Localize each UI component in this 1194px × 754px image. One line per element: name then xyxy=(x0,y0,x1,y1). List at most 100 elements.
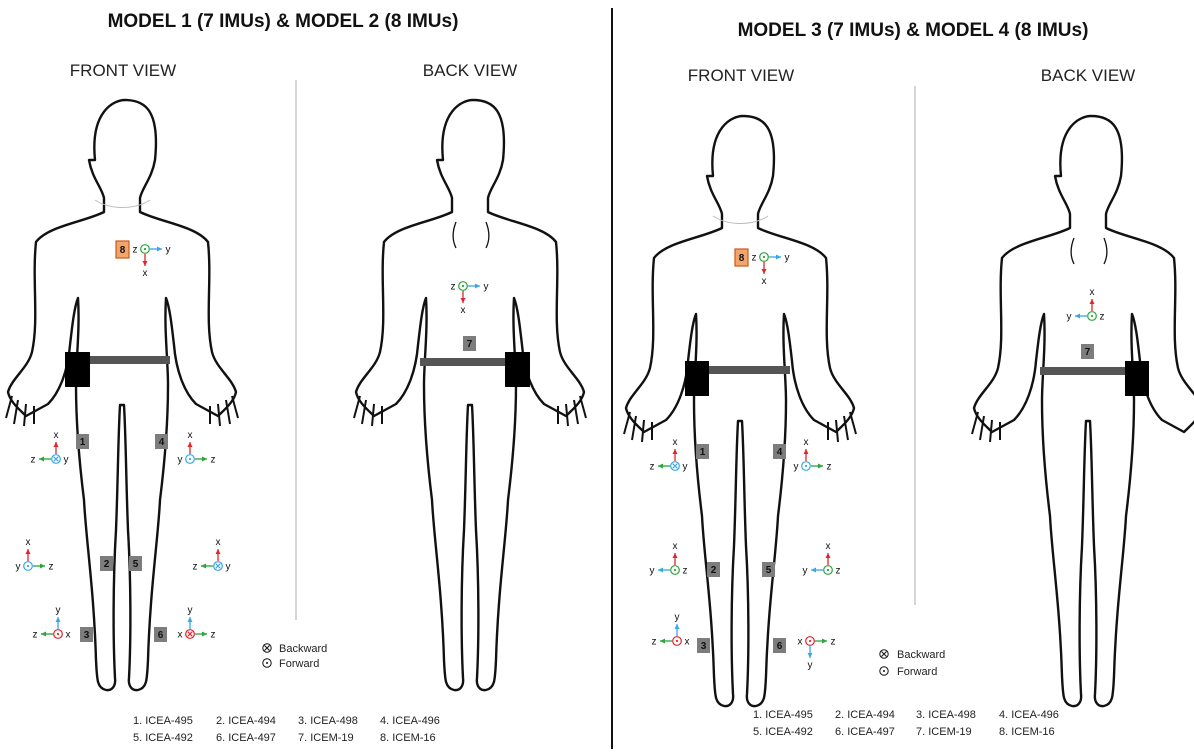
sensor-box: 5 xyxy=(762,562,775,577)
axis-x-label: x xyxy=(461,305,466,316)
svg-text:8: 8 xyxy=(739,253,745,264)
axis-y-label: y xyxy=(650,566,655,577)
axis-x-label: x xyxy=(798,637,803,648)
axis-x-label: x xyxy=(143,268,148,279)
sensor-id: 8. ICEM-16 xyxy=(380,732,436,744)
sensor-box-8: 8 xyxy=(735,249,748,266)
axis-y-label: y xyxy=(794,462,799,473)
axis-y-label: y xyxy=(785,253,790,264)
sensor-id: 2. ICEA-494 xyxy=(835,709,895,721)
sensor-id-list: 1. ICEA-495 2. ICEA-494 3. ICEA-498 4. I… xyxy=(753,709,1059,738)
sensor-id: 5. ICEA-492 xyxy=(753,726,813,738)
legend: Backward Forward xyxy=(263,643,327,670)
panel-model-1-2: MODEL 1 (7 IMUs) & MODEL 2 (8 IMUs) FRON… xyxy=(6,11,586,744)
axis-y-label: y xyxy=(56,605,61,616)
axis-y-label: y xyxy=(675,612,680,623)
imu-axis-triad: xzy xyxy=(794,437,832,473)
imu-axis-triad: xyz xyxy=(803,541,841,577)
axis-y-label: y xyxy=(178,455,183,466)
axis-z-label: z xyxy=(33,630,38,641)
imu-axis-triad: xzy xyxy=(16,537,54,573)
sensor-box: 7 xyxy=(463,336,476,351)
imu-axis-triad: yzx xyxy=(178,605,216,641)
axis-x-label: x xyxy=(188,430,193,441)
sensor-id: 4. ICEA-496 xyxy=(999,709,1059,721)
front-view-label: FRONT VIEW xyxy=(70,61,176,80)
axis-y-label: y xyxy=(484,282,489,293)
svg-text:3: 3 xyxy=(84,630,90,641)
sensor-box: 7 xyxy=(1081,344,1094,359)
axis-y-label: y xyxy=(188,605,193,616)
legend: Backward Forward xyxy=(880,649,945,678)
axis-y-label: y xyxy=(226,562,231,573)
sensor-box: 2 xyxy=(707,562,720,577)
axis-x-label: x xyxy=(54,430,59,441)
svg-text:2: 2 xyxy=(711,565,717,576)
svg-text:4: 4 xyxy=(159,437,165,448)
sensor-box: 4 xyxy=(773,444,786,459)
sensor-box: 6 xyxy=(773,638,786,653)
sensor-box: 2 xyxy=(100,556,113,571)
axis-x-label: x xyxy=(685,637,690,648)
axis-z-label: z xyxy=(211,455,216,466)
sensor-id: 2. ICEA-494 xyxy=(216,715,276,727)
back-view-label: BACK VIEW xyxy=(1041,66,1135,85)
axis-x-label: x xyxy=(673,437,678,448)
sensor-box: 1 xyxy=(696,444,709,459)
sensor-box: 3 xyxy=(80,627,93,642)
sensor-id: 4. ICEA-496 xyxy=(380,715,440,727)
svg-text:6: 6 xyxy=(158,630,164,641)
backward-icon xyxy=(263,644,271,652)
axis-x-label: x xyxy=(26,537,31,548)
sensor-id: 8. ICEM-16 xyxy=(999,726,1055,738)
axis-z-label: z xyxy=(133,245,138,256)
axis-y-label: y xyxy=(683,462,688,473)
legend-backward: Backward xyxy=(897,649,945,661)
front-body-outline xyxy=(6,100,238,690)
axis-z-label: z xyxy=(650,462,655,473)
axis-x-label: x xyxy=(1090,287,1095,298)
sensor-box: 1 xyxy=(76,434,89,449)
back-view-label: BACK VIEW xyxy=(423,61,517,80)
backward-icon xyxy=(880,650,888,658)
axis-x-label: x xyxy=(826,541,831,552)
sensor-box: 6 xyxy=(154,627,167,642)
svg-text:5: 5 xyxy=(133,559,139,570)
axis-x-label: x xyxy=(66,630,71,641)
sensor-box: 4 xyxy=(155,434,168,449)
axis-y-label: y xyxy=(166,245,171,256)
forward-icon xyxy=(263,659,271,667)
imu-axis-triad: x z y xyxy=(193,537,231,573)
axis-z-label: z xyxy=(193,562,198,573)
forward-icon xyxy=(880,667,888,675)
axis-z-label: z xyxy=(211,630,216,641)
front-view-label: FRONT VIEW xyxy=(688,66,794,85)
axis-z-label: z xyxy=(451,282,456,293)
svg-text:1: 1 xyxy=(80,437,86,448)
svg-text:7: 7 xyxy=(1085,347,1091,358)
sensor-id: 5. ICEA-492 xyxy=(133,732,193,744)
panel-title: MODEL 3 (7 IMUs) & MODEL 4 (8 IMUs) xyxy=(738,20,1089,41)
axis-y-label: y xyxy=(16,562,21,573)
panel-title: MODEL 1 (7 IMUs) & MODEL 2 (8 IMUs) xyxy=(108,11,459,32)
panel-model-3-4: MODEL 3 (7 IMUs) & MODEL 4 (8 IMUs) FRON… xyxy=(624,20,1194,738)
imu-axis-triad: x z y xyxy=(650,437,688,473)
axis-x-label: x xyxy=(216,537,221,548)
sensor-id: 6. ICEA-497 xyxy=(835,726,895,738)
legend-backward: Backward xyxy=(279,643,327,655)
sensor-box: 3 xyxy=(697,638,710,653)
back-body-outline xyxy=(354,100,586,690)
axis-z-label: z xyxy=(683,566,688,577)
axis-x-label: x xyxy=(673,541,678,552)
front-body-outline xyxy=(624,116,856,706)
axis-z-label: z xyxy=(831,637,836,648)
sensor-id: 6. ICEA-497 xyxy=(216,732,276,744)
imu-axis-triad: x y z xyxy=(650,541,688,577)
sensor-box: 5 xyxy=(129,556,142,571)
sensor-id: 1. ICEA-495 xyxy=(753,709,813,721)
svg-text:8: 8 xyxy=(120,245,126,256)
axis-z-label: z xyxy=(752,253,757,264)
